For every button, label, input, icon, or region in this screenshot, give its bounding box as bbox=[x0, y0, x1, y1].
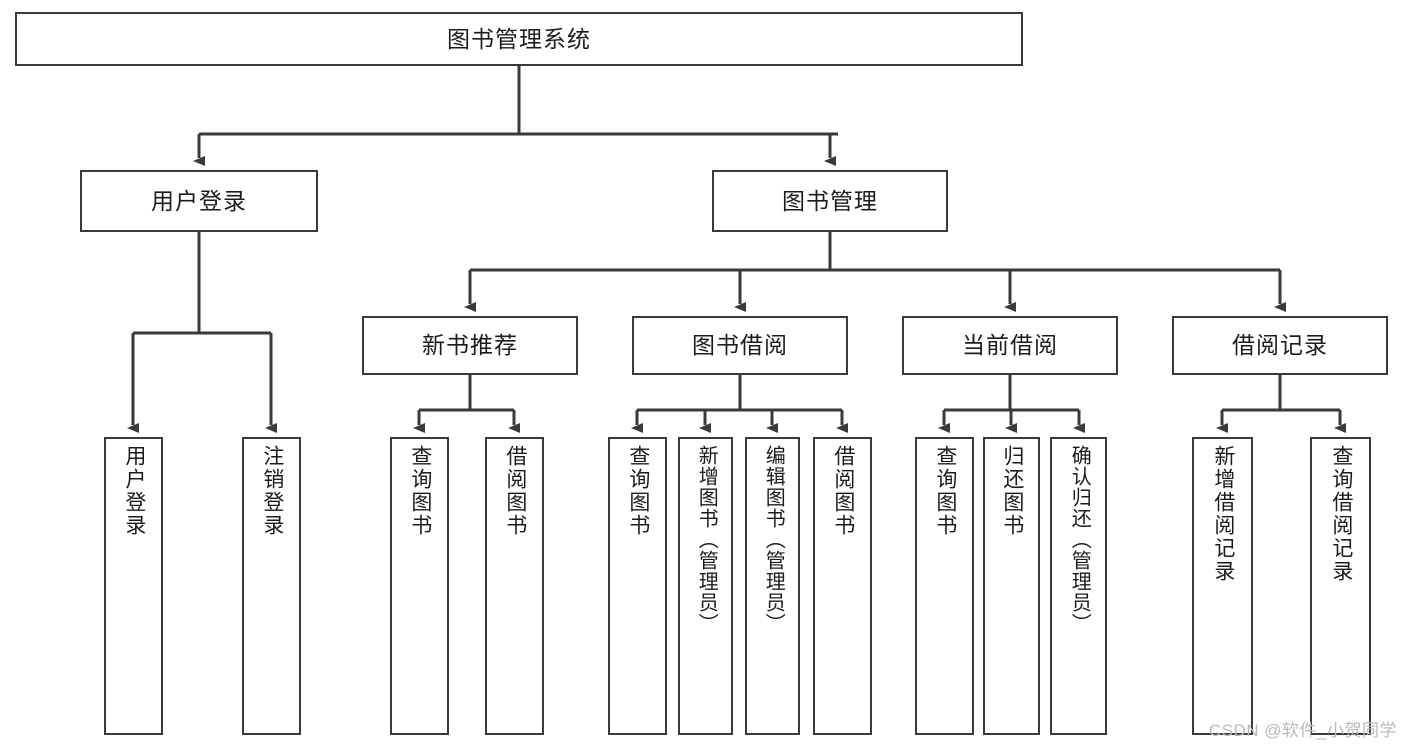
node-label: 借阅记录 bbox=[1232, 332, 1328, 359]
node-book-borrowing[interactable]: 图书借阅 bbox=[632, 316, 848, 375]
node-borrowing-record[interactable]: 借阅记录 bbox=[1172, 316, 1388, 375]
leaf-query-books-current[interactable]: 查询图书 bbox=[915, 437, 974, 735]
node-user-login[interactable]: 用户登录 bbox=[80, 170, 318, 232]
node-label: 归还图书 bbox=[1000, 445, 1024, 537]
leaf-query-books-new-recommendation[interactable]: 查询图书 bbox=[390, 437, 449, 735]
node-new-book-recommendation[interactable]: 新书推荐 bbox=[362, 316, 578, 375]
node-label: 图书借阅 bbox=[692, 332, 788, 359]
leaf-logout[interactable]: 注销登录 bbox=[242, 437, 301, 735]
leaf-query-borrow-record[interactable]: 查询借阅记录 bbox=[1310, 437, 1371, 735]
node-label: 查询图书 bbox=[408, 445, 432, 537]
node-label: 新增借阅记录 bbox=[1211, 445, 1235, 583]
leaf-query-books-borrowing[interactable]: 查询图书 bbox=[608, 437, 667, 735]
leaf-edit-book-admin[interactable]: 编辑图书（管理员） bbox=[745, 437, 800, 735]
leaf-confirm-return-admin[interactable]: 确认归还（管理员） bbox=[1050, 437, 1107, 735]
node-current-borrowing[interactable]: 当前借阅 bbox=[902, 316, 1118, 375]
node-label: 借阅图书 bbox=[503, 445, 527, 537]
node-book-management-system[interactable]: 图书管理系统 bbox=[15, 12, 1023, 66]
node-label: 查询图书 bbox=[626, 445, 650, 537]
node-book-management[interactable]: 图书管理 bbox=[712, 170, 948, 232]
node-label: 用户登录 bbox=[122, 445, 146, 537]
node-label: 当前借阅 bbox=[962, 332, 1058, 359]
leaf-add-borrow-record[interactable]: 新增借阅记录 bbox=[1192, 437, 1253, 735]
watermark: CSDN @软件_小贺同学 bbox=[1208, 721, 1397, 740]
node-label: 图书管理 bbox=[782, 187, 878, 214]
node-label: 查询借阅记录 bbox=[1329, 445, 1353, 583]
node-label: 借阅图书 bbox=[831, 445, 855, 537]
leaf-return-books[interactable]: 归还图书 bbox=[983, 437, 1040, 735]
leaf-user-login[interactable]: 用户登录 bbox=[104, 437, 163, 735]
leaf-borrow-books-borrowing[interactable]: 借阅图书 bbox=[813, 437, 872, 735]
node-label: 注销登录 bbox=[260, 445, 284, 537]
leaf-borrow-books-new-recommendation[interactable]: 借阅图书 bbox=[485, 437, 544, 735]
node-label: 新增图书（管理员） bbox=[695, 445, 718, 634]
node-label: 编辑图书（管理员） bbox=[762, 445, 785, 634]
leaf-add-book-admin[interactable]: 新增图书（管理员） bbox=[678, 437, 733, 735]
node-label: 图书管理系统 bbox=[447, 25, 591, 52]
node-label: 用户登录 bbox=[151, 187, 247, 214]
node-label: 新书推荐 bbox=[422, 332, 518, 359]
node-label: 查询图书 bbox=[933, 445, 957, 537]
node-label: 确认归还（管理员） bbox=[1068, 445, 1091, 634]
